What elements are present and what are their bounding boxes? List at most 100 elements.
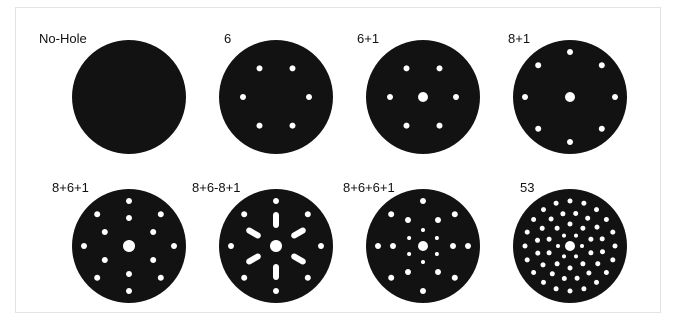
dust-hole (306, 94, 312, 100)
pad-disc (72, 40, 186, 154)
pad-label-8-1: 8+1 (508, 31, 531, 46)
dust-hole (598, 62, 605, 69)
pad-7 (366, 189, 480, 303)
dust-hole (553, 286, 559, 292)
dust-hole (588, 236, 594, 242)
dust-slot (273, 264, 279, 280)
dust-hole (567, 221, 573, 227)
dust-hole (435, 269, 441, 275)
dust-hole (524, 229, 530, 235)
dust-hole (598, 125, 605, 132)
dust-hole (574, 275, 580, 281)
dust-hole (535, 237, 540, 243)
pad-disc (219, 40, 333, 154)
dust-hole (539, 225, 545, 231)
dust-hole (451, 211, 458, 218)
pad-5 (72, 189, 186, 303)
dust-hole (420, 198, 426, 204)
dust-hole (318, 243, 324, 249)
dust-hole (580, 261, 586, 267)
dust-hole (405, 217, 411, 223)
dust-hole (436, 65, 443, 72)
dust-hole (390, 243, 396, 249)
dust-hole (546, 236, 552, 242)
pad-2 (219, 40, 333, 154)
dust-hole (273, 198, 279, 204)
dust-hole (522, 243, 528, 249)
dust-slot (246, 227, 261, 239)
dust-hole (535, 250, 541, 256)
dust-hole (531, 270, 537, 275)
dust-hole (581, 286, 587, 292)
center-hole (565, 241, 575, 251)
dust-slot (246, 253, 261, 265)
dust-hole (150, 229, 157, 235)
dust-hole (405, 269, 411, 275)
center-hole (418, 241, 428, 251)
pad-3 (366, 40, 480, 154)
dust-hole (610, 257, 616, 263)
dust-hole (562, 254, 566, 259)
dust-hole (535, 125, 542, 132)
dust-hole (101, 229, 108, 235)
dust-slot (291, 227, 306, 239)
pad-label-53: 53 (520, 180, 535, 195)
dust-hole (126, 198, 132, 204)
dust-hole (434, 236, 439, 240)
pad-label-6: 6 (224, 31, 232, 46)
dust-hole (595, 261, 601, 267)
dust-hole (150, 257, 157, 263)
dust-hole (388, 274, 395, 281)
pad-4 (513, 40, 627, 154)
dust-hole (228, 243, 234, 249)
dust-hole (421, 260, 425, 264)
dust-hole (256, 122, 263, 129)
dust-hole (573, 211, 579, 216)
dust-hole (548, 216, 554, 222)
pad-8 (513, 189, 627, 303)
dust-hole (126, 215, 132, 221)
dust-hole (567, 198, 573, 204)
dust-hole (375, 243, 381, 249)
dust-hole (403, 65, 410, 72)
dust-hole (436, 122, 443, 129)
dust-hole (157, 274, 164, 281)
pad-label-8-6-6-1: 8+6+6+1 (343, 180, 395, 195)
dust-hole (567, 288, 573, 294)
pad-label-8-6-1: 8+6+1 (52, 180, 89, 195)
dust-hole (240, 94, 246, 100)
pad-label-8-6-8-1: 8+6-8+1 (192, 180, 241, 195)
dust-hole (522, 94, 528, 100)
dust-hole (554, 225, 560, 231)
dust-hole (387, 94, 393, 100)
dust-hole (524, 257, 530, 263)
dust-hole (388, 211, 395, 218)
dust-hole (126, 271, 132, 277)
pad-label-no-hole: No-Hole (39, 31, 87, 46)
dust-hole (101, 257, 108, 263)
dust-hole (403, 122, 410, 129)
dust-hole (549, 271, 555, 277)
dust-hole (94, 211, 101, 218)
dust-hole (289, 122, 296, 129)
dust-hole (556, 244, 560, 248)
dust-hole (567, 139, 573, 145)
center-hole (418, 92, 428, 102)
dust-hole (450, 243, 456, 249)
dust-hole (407, 252, 412, 256)
center-hole (565, 92, 575, 102)
dust-hole (554, 261, 560, 267)
dust-hole (304, 274, 311, 281)
dust-hole (81, 243, 87, 249)
dust-hole (256, 65, 263, 72)
dust-hole (273, 288, 279, 294)
dust-hole (453, 94, 459, 100)
dust-hole (241, 274, 248, 281)
pad-label-6-1: 6+1 (357, 31, 380, 46)
pad-6 (219, 189, 333, 303)
dust-hole (407, 236, 412, 240)
dust-hole (157, 211, 164, 218)
dust-hole (561, 276, 567, 281)
dust-hole (421, 228, 425, 232)
